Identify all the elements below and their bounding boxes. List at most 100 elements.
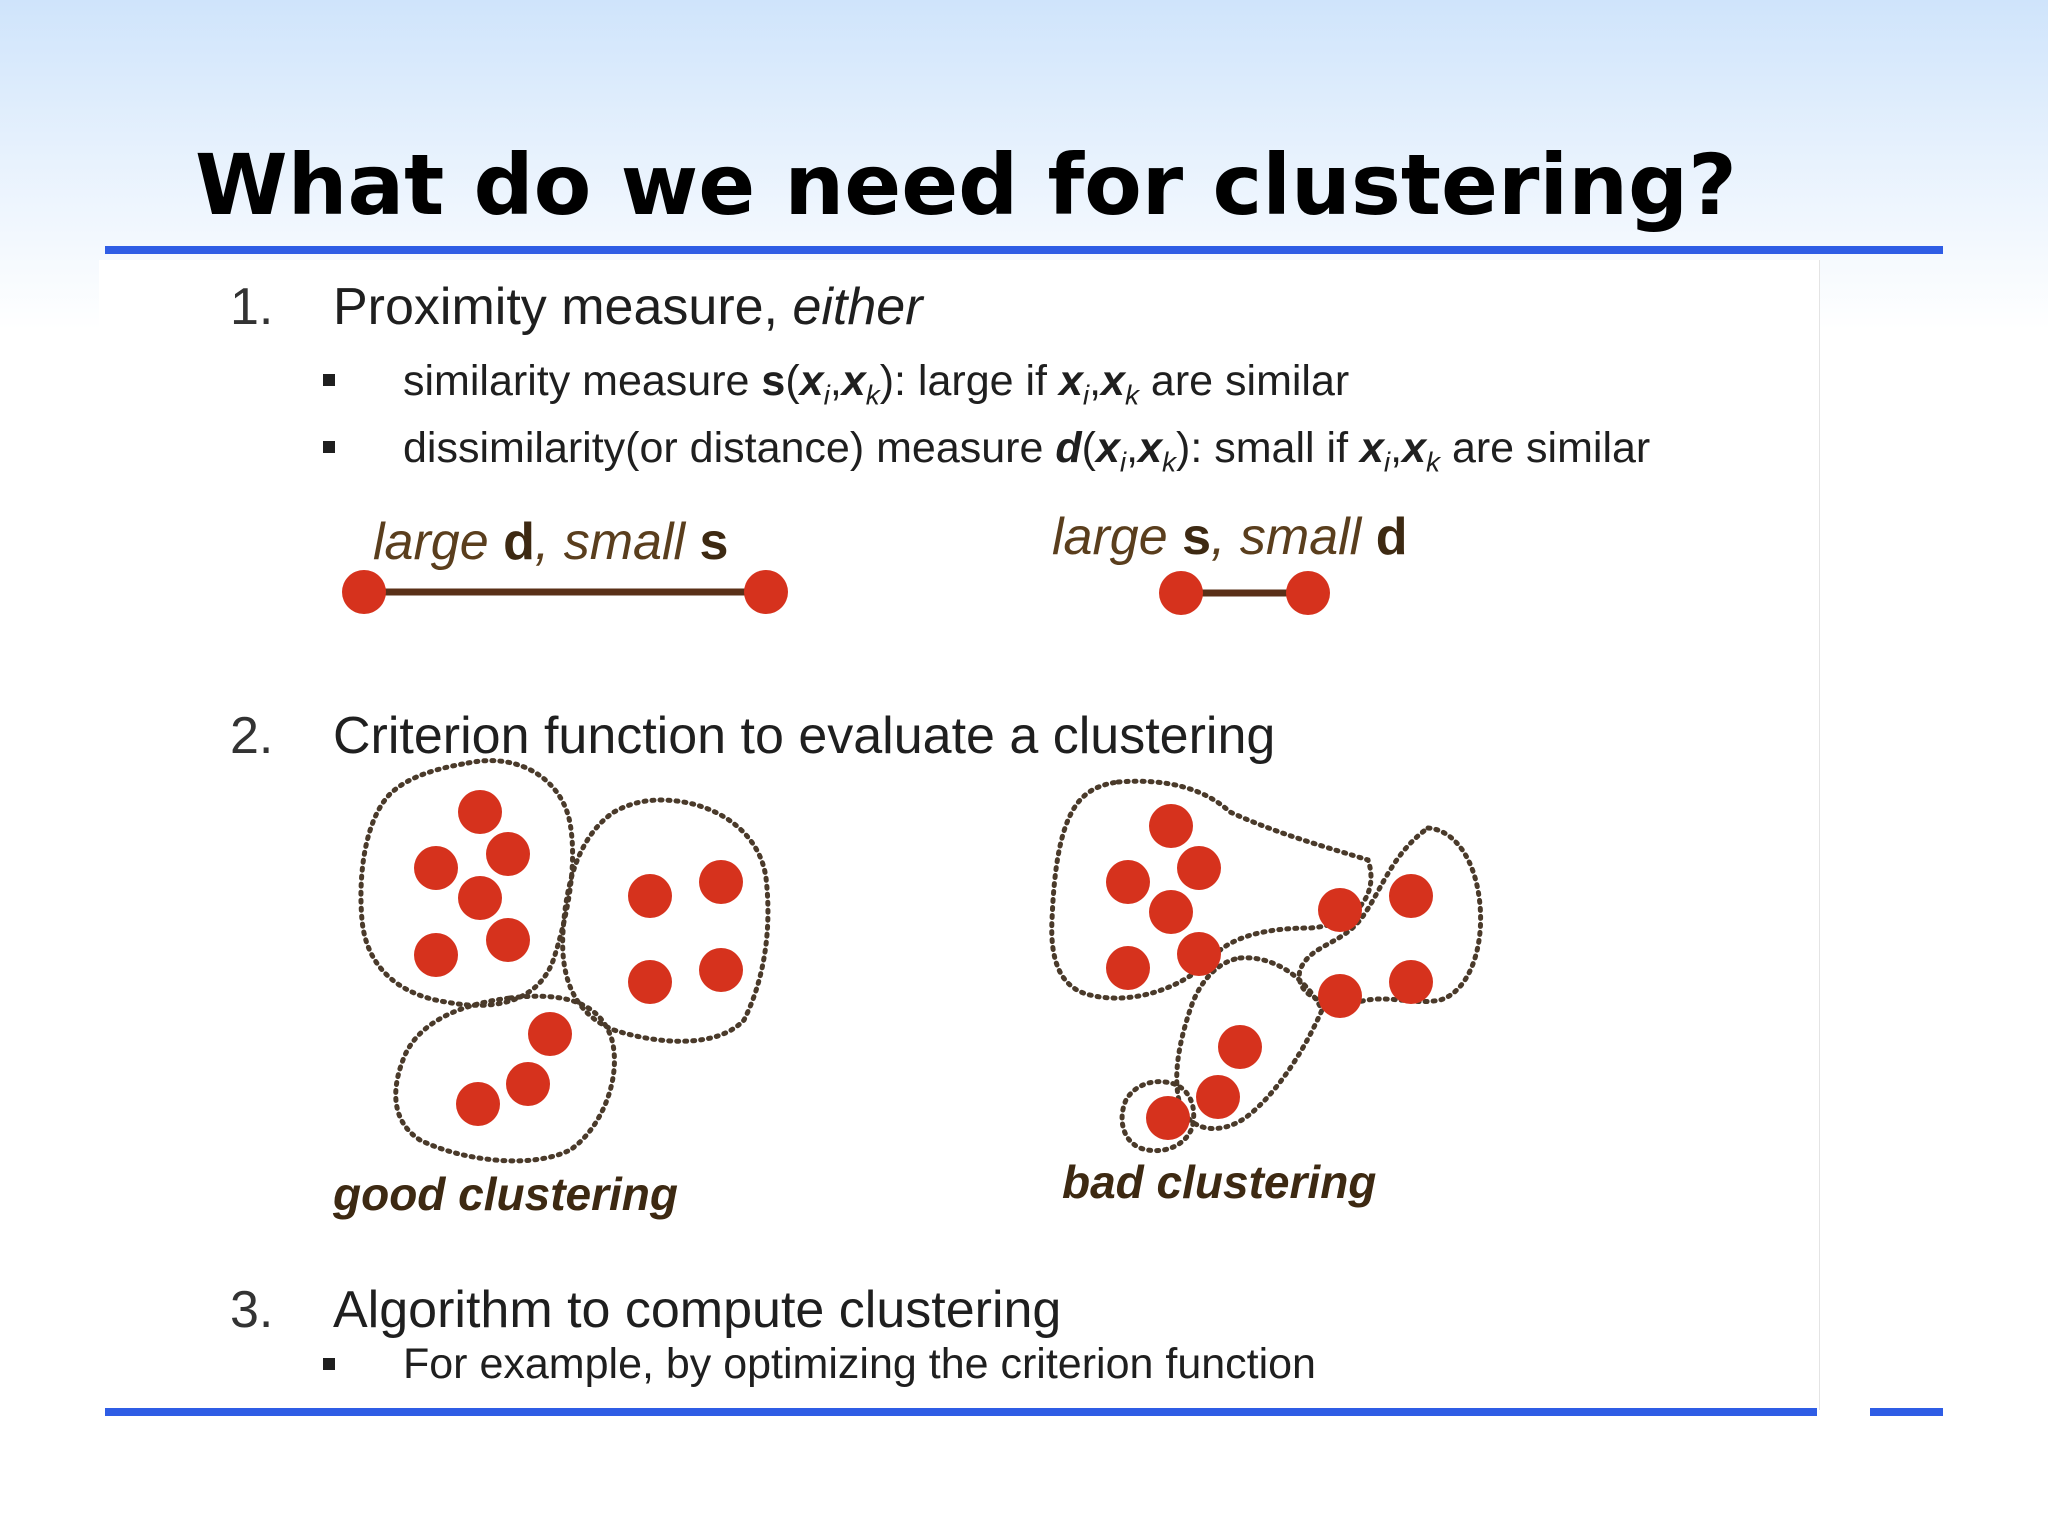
dissimilarity-i: i [1119,446,1127,478]
content-panel [99,260,1820,1410]
bad-clustering-point [1177,932,1221,976]
short-segment-point-left [1159,571,1203,615]
similarity-commab: , [1089,357,1102,405]
short-segment [1159,571,1330,615]
dissimilarity-commab: , [1390,424,1403,472]
good-cluster-outline-1 [358,758,576,1008]
item-2-number: 2. [230,707,274,765]
similarity-fn: s [761,357,786,405]
item-1-number: 1. [230,278,274,336]
good-cluster-outline-2 [560,797,771,1044]
similarity-ib: i [1082,379,1090,411]
caption-left-d: d [503,513,535,571]
short-segment-point-right [1286,571,1330,615]
bad-clustering-point [1218,1025,1262,1069]
dissimilarity-k: k [1162,446,1176,478]
bad-clustering-point [1149,890,1193,934]
good-cluster-1-point [414,846,458,890]
similarity-x2: x [841,357,866,405]
bottom-rule [105,1408,1817,1416]
bad-clustering-point [1389,960,1433,1004]
item-2-heading: Criterion function to evaluate a cluster… [333,707,1276,765]
title-rule [105,246,1943,254]
good-cluster-2-point [628,874,672,918]
caption-left-s: s [699,513,729,571]
bullet-marker [323,374,335,386]
good-cluster-1-point [486,918,530,962]
caption-right-s: s [1182,508,1211,566]
caption-left-pre: large [373,513,504,571]
good-cluster-2-point [699,948,743,992]
dissimilarity-x2: x [1138,424,1162,472]
similarity-x2b: x [1101,357,1125,405]
good-cluster-1-point [486,832,530,876]
item-1-heading: Proximity measure, either [333,277,923,337]
bad-clustering-point [1106,860,1150,904]
bad-clustering-point [1149,804,1193,848]
caption-right-d: d [1375,508,1408,566]
caption-right-mid: , small [1211,508,1376,566]
good-cluster-3-point [528,1012,572,1056]
bad-clustering-point [1318,888,1362,932]
bottom-rule-segment [1870,1408,1943,1416]
dissimilarity-lead: dissimilarity(or distance) measure [403,424,1056,472]
caption-left-mid: , small [534,513,700,571]
item-3-number: 3. [230,1281,274,1339]
item-1-heading-text: Proximity measure, [333,278,793,336]
dissimilarity-close: ): [1176,424,1203,472]
dissimilarity-ib: i [1383,446,1391,478]
good-cluster-3-point [456,1082,500,1126]
similarity-i: i [823,379,830,411]
item-3-heading: Algorithm to compute clustering [333,1281,1062,1339]
similarity-mid: large if [905,357,1059,405]
similarity-comma: , [829,357,842,405]
bad-cluster-outline-4 [1119,1079,1197,1154]
dissimilarity-x1b: x [1359,424,1384,472]
similarity-close: ): [879,357,906,405]
bullet-marker [323,1358,335,1370]
dissimilarity-bullet: dissimilarity(or distance) measure d(xi,… [403,422,1650,489]
dissimilarity-tail: are similar [1440,424,1651,472]
bad-clustering-point [1196,1075,1240,1119]
good-cluster-1-point [458,790,502,834]
bad-clustering-label: bad clustering [1062,1156,1377,1208]
dissimilarity-comma: , [1126,424,1139,472]
slide-title: What do we need for clustering? [195,136,1737,234]
large-d-small-s-caption: large d, small s [373,512,728,572]
large-s-small-d-caption: large s, small d [1052,507,1407,567]
dissimilarity-x1: x [1095,424,1120,472]
similarity-x1: x [799,357,824,405]
good-cluster-3-point [506,1062,550,1106]
similarity-bullet: similarity measure s(xi,xk): large if xi… [403,355,1349,422]
bad-clustering-point [1318,974,1362,1018]
long-segment-point-right [744,570,788,614]
similarity-tail: are similar [1138,357,1350,405]
bad-clustering-point [1146,1096,1190,1140]
dissimilarity-open: ( [1081,424,1096,472]
good-cluster-outline-3 [393,993,617,1164]
good-cluster-2-point [699,860,743,904]
dissimilarity-mid: small if [1202,424,1360,472]
bad-clustering-point [1106,946,1150,990]
bad-cluster-outline-3 [1174,955,1325,1132]
bad-clustering-point [1389,874,1433,918]
similarity-kb: k [1124,379,1139,411]
item-1-heading-emphasis: either [792,278,923,336]
algorithm-example-bullet: For example, by optimizing the criterion… [403,1340,1316,1388]
similarity-x1b: x [1058,357,1083,405]
good-cluster-1-point [414,933,458,977]
dissimilarity-kb: k [1426,446,1440,478]
good-cluster-1-point [458,876,502,920]
long-segment [342,570,788,614]
similarity-lead: similarity measure [403,357,762,405]
good-cluster-2-point [628,960,672,1004]
bullet-marker [323,441,335,453]
dissimilarity-fn: d [1055,424,1082,472]
dissimilarity-x2b: x [1402,424,1426,472]
long-segment-point-left [342,570,386,614]
similarity-open: ( [785,357,800,405]
similarity-k: k [865,379,880,411]
good-clustering-label: good clustering [333,1168,678,1220]
bad-clustering-point [1177,846,1221,890]
